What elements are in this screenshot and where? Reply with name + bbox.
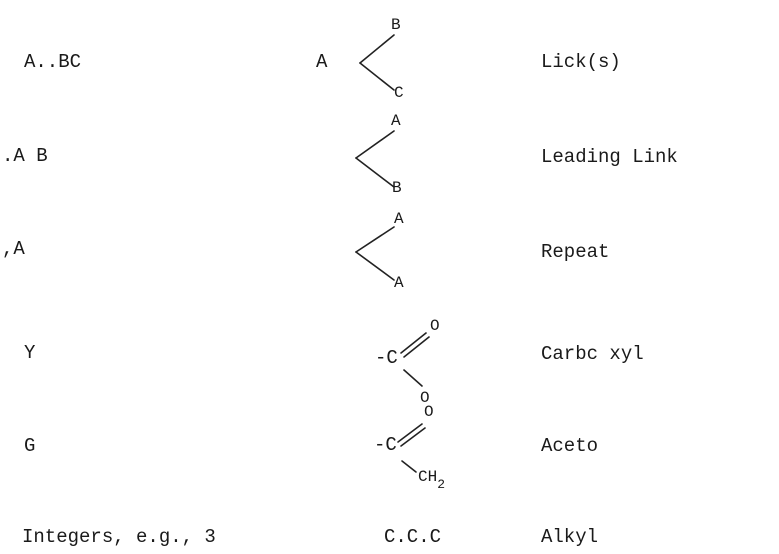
struct-row4-upper: O xyxy=(430,317,440,335)
notation-row4: Y xyxy=(24,342,36,364)
struct-row3-lower: A xyxy=(394,274,404,292)
notation-row6: Integers, e.g., 3 xyxy=(22,526,216,548)
struct-row2-lower: B xyxy=(392,179,402,197)
struct-row1-lower: C xyxy=(394,84,404,102)
bond-row5-double-a xyxy=(397,423,423,443)
struct-row5-prefix: -C xyxy=(374,434,397,456)
notation-row5: G xyxy=(24,435,36,457)
bond-row2-upper xyxy=(355,130,395,159)
struct-row5-upper: O xyxy=(424,403,434,421)
bond-row5-single xyxy=(401,460,417,473)
notation-row3: ,A xyxy=(2,238,25,260)
meaning-row6: Alkyl xyxy=(541,526,599,548)
struct-row1-upper: B xyxy=(391,16,401,34)
bond-row4-double-a xyxy=(400,332,427,354)
struct-row3-upper: A xyxy=(394,210,404,228)
struct-row1-center: A xyxy=(316,51,328,73)
bond-row3-lower xyxy=(355,251,395,281)
bond-row3-upper xyxy=(355,226,395,253)
meaning-row2: Leading Link xyxy=(541,146,678,168)
struct-row4-prefix: -C xyxy=(375,347,398,369)
meaning-row3: Repeat xyxy=(541,241,610,263)
meaning-row4: Carbc xyl xyxy=(541,343,644,365)
bond-row4-single xyxy=(403,369,423,387)
struct-row6-text: C.C.C xyxy=(384,526,442,548)
struct-row4-lower: O xyxy=(420,389,430,407)
bond-row4-double-b xyxy=(403,336,430,358)
bond-row2-lower xyxy=(355,157,395,188)
meaning-row5: Aceto xyxy=(541,435,599,457)
struct-row2-upper: A xyxy=(391,112,401,130)
bond-row5-double-b xyxy=(400,427,426,447)
struct-row5-lower: CH2 xyxy=(418,468,446,492)
bond-row1-upper xyxy=(359,34,395,64)
meaning-row1: Lick(s) xyxy=(541,51,621,73)
notation-row2: .A B xyxy=(2,145,48,167)
bond-row1-lower xyxy=(359,62,395,91)
notation-row1: A..BC xyxy=(24,51,82,73)
